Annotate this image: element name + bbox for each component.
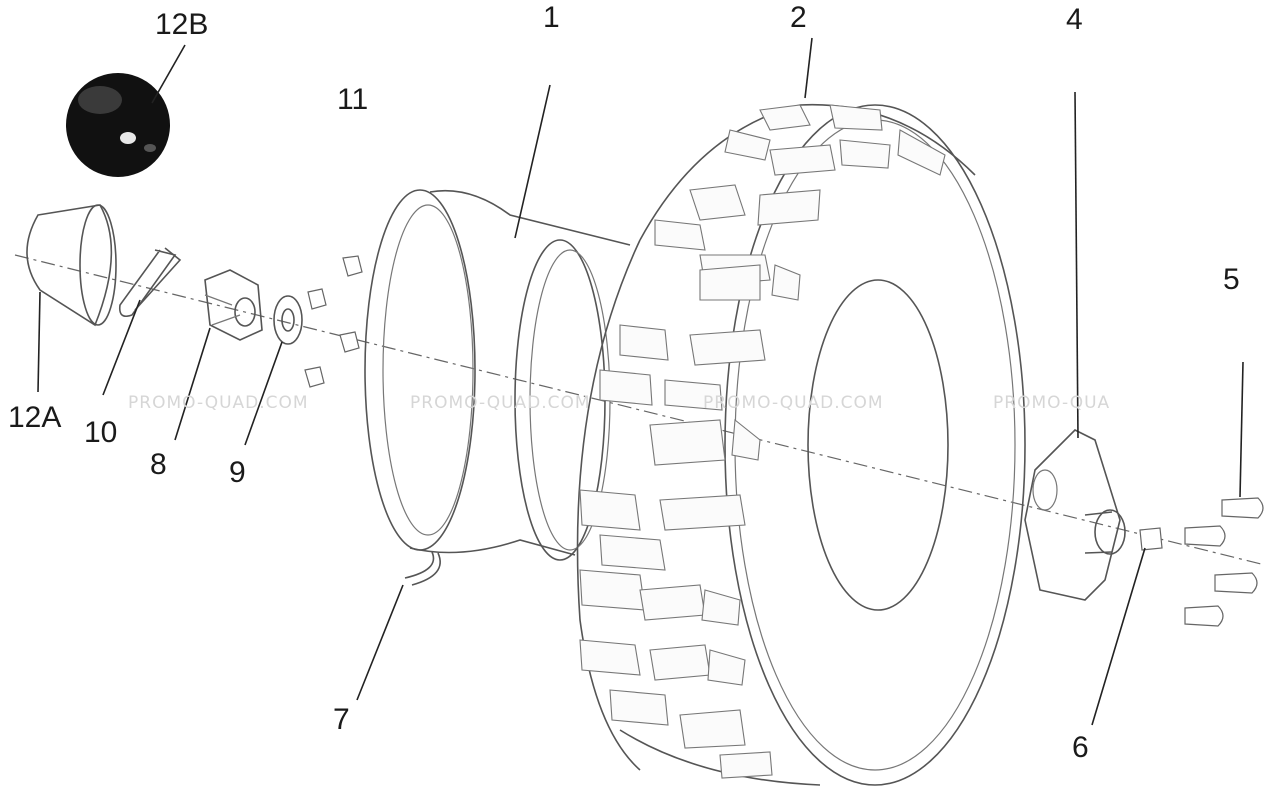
callout-12b: 12B [155,8,209,41]
watermark-4: PROMO-QUA [993,393,1111,413]
part-7-valve-stem [404,551,441,586]
part-11-lug-nuts [304,255,363,388]
part-12a-hub-cap [26,204,117,327]
callout-5: 5 [1223,263,1240,296]
part-5-wheel-studs [1184,497,1264,627]
callout-4: 4 [1066,3,1083,36]
part-12b-dust-cap [66,73,170,177]
part-9-washer [273,295,303,345]
callout-7: 7 [333,703,350,736]
part-6-spacer [1139,527,1163,551]
callout-12a: 12A [8,401,62,434]
part-10-cotter-pin [118,247,182,318]
part-1-rim [364,189,631,561]
axle-centerline [14,254,1266,566]
callout-8: 8 [150,448,167,481]
callout-10: 10 [84,416,118,449]
part-4-wheel-hub [1024,429,1126,601]
part-2-tire [576,103,1026,786]
watermark-2: PROMO-QUAD.COM [410,393,591,413]
callout-9: 9 [229,456,246,489]
watermark-3: PROMO-QUAD.COM [703,393,884,413]
watermark-1: PROMO-QUAD.COM [128,393,309,413]
callout-11: 11 [337,83,369,116]
part-8-castle-nut [204,269,263,341]
callout-1: 1 [543,1,560,34]
callout-2: 2 [790,1,807,34]
leader-lines [37,37,1244,726]
callout-6: 6 [1072,731,1089,764]
